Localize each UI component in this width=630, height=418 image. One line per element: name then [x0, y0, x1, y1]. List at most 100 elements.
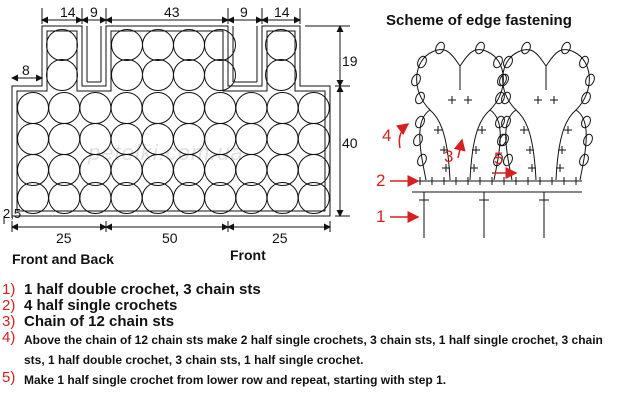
motif-circle	[79, 182, 112, 214]
motif-circle	[111, 29, 143, 61]
dim-side-step: 8	[22, 62, 30, 78]
label-front: Front	[230, 247, 266, 263]
motif-circle	[173, 59, 205, 91]
marker-3: 3	[444, 147, 453, 166]
chain-stitch	[415, 91, 425, 105]
chain-stitch	[417, 153, 427, 167]
chain-stitch	[411, 73, 421, 87]
motif-circle	[265, 59, 297, 91]
motif-circle	[141, 182, 174, 214]
chain-stitch	[475, 41, 485, 55]
marker-1: 1	[376, 207, 385, 226]
instruction-number: 2)	[2, 297, 16, 314]
motif-circle	[17, 154, 49, 186]
instruction-number: 1)	[2, 281, 16, 298]
motif-circle	[297, 154, 330, 186]
motif-circle	[204, 92, 237, 124]
chain-stitch	[561, 41, 571, 55]
motif-circle	[17, 182, 49, 214]
chain-stitch	[499, 73, 509, 87]
chain-stitch	[413, 133, 423, 147]
marker-2: 2	[376, 171, 385, 190]
motif-inner-left	[515, 109, 537, 181]
label-front-and-back: Front and Back	[12, 251, 114, 267]
chain-stitch	[501, 91, 511, 105]
instruction-text: Chain of 12 chain sts	[24, 313, 175, 330]
motif-inner-right	[555, 109, 577, 181]
instruction-text: 1 half double crochet, 3 chain sts	[24, 281, 261, 298]
motif-circle	[142, 59, 174, 91]
chain-stitch	[493, 55, 503, 69]
motif-inner-right	[469, 109, 491, 181]
top-dimension-lines	[41, 8, 301, 24]
motif-circle	[48, 182, 81, 214]
chain-stitch	[585, 73, 595, 87]
motif-circle	[48, 154, 81, 186]
motif-circle	[235, 182, 268, 214]
instruction-text: 4 half single crochets	[24, 297, 178, 314]
instruction-item: 4) Above the chain of 12 chain sts make …	[2, 330, 622, 370]
chain-stitch	[503, 153, 513, 167]
motif-circle	[266, 182, 299, 214]
chain-stitch	[415, 115, 425, 129]
motif-circle	[79, 92, 112, 124]
dim-top-right: 14	[274, 4, 290, 20]
instruction-number: 3)	[2, 313, 16, 330]
chain-stitch	[493, 153, 503, 167]
instruction-text: Above the chain of 12 chain sts make 2 h…	[24, 333, 603, 367]
motif-circle	[111, 59, 143, 91]
garment-outline	[11, 25, 331, 217]
chain-stitch	[581, 91, 591, 105]
right-dimension-lines	[305, 25, 350, 217]
instruction-item: 2) 4 half single crochets	[2, 298, 622, 314]
dim-bottom-left: 25	[56, 230, 72, 246]
motif-circle	[46, 29, 78, 61]
motif-circle	[204, 29, 236, 61]
bottom-dimension-lines	[3, 216, 331, 232]
dim-top-left: 14	[60, 4, 76, 20]
chain-stitch	[497, 73, 507, 87]
motif-circle	[266, 92, 299, 124]
motif-inner-left	[429, 109, 451, 181]
dim-top-gap-left: 9	[90, 4, 98, 20]
chain-stitch	[579, 55, 589, 69]
chain-stitch	[579, 153, 589, 167]
chain-stitch	[417, 55, 427, 69]
motif-circle	[266, 154, 299, 186]
motif-grid	[17, 29, 330, 214]
scheme-motif	[411, 41, 509, 181]
chain-stitch	[435, 41, 445, 55]
instruction-number: 4)	[2, 329, 16, 346]
dim-bottom-middle: 50	[162, 230, 178, 246]
chain-stitch	[495, 91, 505, 105]
chain-stitch	[583, 133, 593, 147]
dim-bottom-right: 25	[272, 230, 288, 246]
marker-5: 5	[494, 149, 503, 168]
dim-top-middle: 43	[164, 4, 180, 20]
motif-circle	[46, 59, 78, 91]
motif-circle	[173, 29, 205, 61]
motif-circle	[265, 29, 297, 61]
motif-circle	[204, 59, 236, 91]
scheme-motif	[497, 41, 595, 181]
edge-fastening-scheme	[411, 41, 595, 238]
watermark-text: petelki.com.ua	[87, 140, 244, 165]
motif-circle	[17, 123, 49, 155]
motif-circle	[110, 182, 143, 214]
chain-stitch	[503, 55, 513, 69]
marker-4: 4	[382, 126, 391, 145]
scheme-title: Scheme of edge fastening	[386, 12, 572, 29]
instruction-item: 5) Make 1 half single crochet from lower…	[2, 370, 622, 390]
instruction-item: 1) 1 half double crochet, 3 chain sts	[2, 282, 622, 298]
motif-circle	[204, 182, 237, 214]
motif-circle	[48, 123, 81, 155]
chain-stitch	[521, 41, 531, 55]
instruction-number: 5)	[2, 369, 16, 386]
garment-inner-outline	[16, 30, 326, 212]
chain-stitch	[495, 115, 505, 129]
motif-circle	[235, 92, 268, 124]
motif-circle	[297, 182, 330, 214]
motif-circle	[173, 182, 205, 214]
instructions-list: 1) 1 half double crochet, 3 chain sts 2)…	[2, 282, 622, 390]
